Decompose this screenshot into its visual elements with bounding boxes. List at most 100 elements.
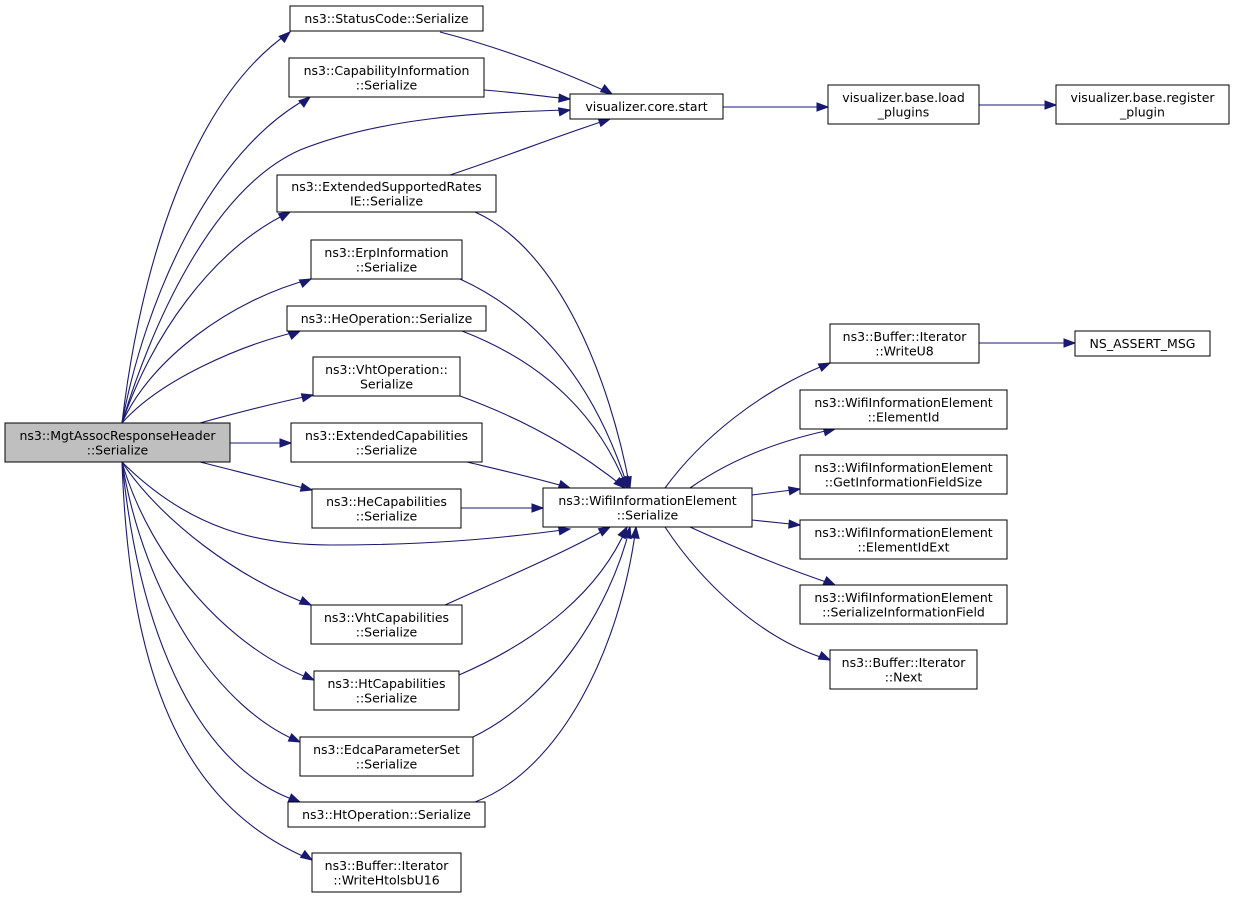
node-label-line: ::Serialize bbox=[617, 507, 679, 522]
node-box bbox=[310, 604, 463, 645]
node-capinfo[interactable]: ns3::CapabilityInformation::Serialize bbox=[288, 57, 485, 98]
node-next[interactable]: ns3::Buffer::Iterator::Next bbox=[829, 649, 978, 690]
edge-status-to-vcore bbox=[439, 31, 614, 95]
arrow-head bbox=[622, 525, 632, 540]
edge-line bbox=[664, 526, 831, 661]
node-box bbox=[1055, 84, 1230, 125]
arrow-head bbox=[279, 438, 293, 448]
arrow-head bbox=[298, 278, 313, 289]
node-wie[interactable]: ns3::WifiInformationElement::Serialize bbox=[542, 487, 753, 528]
edge-line bbox=[121, 461, 571, 546]
arrow-head bbox=[557, 479, 572, 489]
edge-line bbox=[459, 278, 629, 489]
edge-hecap-to-wie bbox=[461, 503, 545, 513]
node-box bbox=[311, 852, 462, 893]
node-box bbox=[310, 239, 463, 280]
edge-line bbox=[444, 526, 611, 606]
edge-htcap-to-wie bbox=[458, 525, 628, 676]
edge-line bbox=[121, 96, 311, 424]
edge-line bbox=[461, 330, 628, 489]
node-label-line: ::Serialize bbox=[356, 442, 418, 457]
node-box bbox=[313, 670, 460, 711]
edge-root-to-vhtcap bbox=[121, 461, 313, 606]
edge-edca-to-wie bbox=[472, 525, 632, 738]
node-box bbox=[569, 93, 724, 120]
edge-line bbox=[472, 526, 631, 738]
node-label-line: ns3::ErpInformation bbox=[324, 245, 448, 260]
node-label-line: _plugins bbox=[877, 104, 929, 119]
node-label-line: visualizer.base.register bbox=[1070, 90, 1215, 105]
arrow-head bbox=[287, 793, 302, 803]
node-extcap[interactable]: ns3::ExtendedCapabilities::Serialize bbox=[290, 422, 483, 463]
arrow-head bbox=[597, 118, 612, 128]
node-label-line: ns3::CapabilityInformation bbox=[304, 63, 470, 78]
arrow-head bbox=[278, 31, 292, 44]
node-writehtol[interactable]: ns3::Buffer::Iterator::WriteHtolsbU16 bbox=[311, 852, 462, 893]
node-label-line: _plugin bbox=[1119, 104, 1165, 119]
node-box bbox=[1074, 330, 1211, 357]
node-label-line: ::ElementId bbox=[868, 409, 940, 424]
arrow-head bbox=[822, 575, 837, 586]
arrow-head bbox=[613, 476, 627, 489]
node-elemidext[interactable]: ns3::WifiInformationElement::ElementIdEx… bbox=[799, 519, 1008, 560]
edge-line bbox=[474, 526, 637, 803]
arrow-head bbox=[788, 519, 802, 529]
arrow-head bbox=[287, 732, 302, 743]
arrow-head bbox=[298, 595, 313, 606]
node-vcore[interactable]: visualizer.core.start bbox=[569, 93, 724, 120]
edge-root-to-status bbox=[121, 31, 292, 424]
edge-line bbox=[121, 461, 301, 743]
node-vreg[interactable]: visualizer.base.register_plugin bbox=[1055, 84, 1230, 125]
node-label-line: ns3::StatusCode::Serialize bbox=[304, 11, 468, 26]
edge-line bbox=[121, 461, 301, 803]
node-vhtcap[interactable]: ns3::VhtCapabilities::Serialize bbox=[310, 604, 463, 645]
arrow-head bbox=[558, 93, 572, 103]
node-elemid[interactable]: ns3::WifiInformationElement::ElementId bbox=[799, 389, 1008, 430]
node-label-line: ns3::Buffer::Iterator bbox=[842, 655, 967, 670]
edge-root-to-vcore bbox=[121, 107, 572, 424]
arrow-head bbox=[817, 362, 832, 373]
node-htcap[interactable]: ns3::HtCapabilities::Serialize bbox=[313, 670, 460, 711]
edge-line bbox=[689, 526, 836, 586]
edge-wie-to-getinfo bbox=[751, 486, 802, 496]
edge-line bbox=[459, 395, 626, 489]
node-assert[interactable]: NS_ASSERT_MSG bbox=[1074, 330, 1211, 357]
node-box bbox=[827, 84, 980, 125]
node-erp[interactable]: ns3::ErpInformation::Serialize bbox=[310, 239, 463, 280]
edge-wie-to-elemidext bbox=[751, 519, 802, 529]
node-label-line: ns3::ExtendedCapabilities bbox=[305, 428, 468, 443]
node-label-line: ::WriteU8 bbox=[875, 343, 934, 358]
node-status[interactable]: ns3::StatusCode::Serialize bbox=[289, 5, 484, 32]
node-htop[interactable]: ns3::HtOperation::Serialize bbox=[287, 801, 486, 828]
node-box bbox=[312, 356, 461, 397]
node-heop[interactable]: ns3::HeOperation::Serialize bbox=[286, 305, 487, 332]
node-label-line: ns3::WifiInformationElement bbox=[814, 460, 992, 475]
node-writeu8[interactable]: ns3::Buffer::Iterator::WriteU8 bbox=[829, 323, 980, 364]
node-vload[interactable]: visualizer.base.load_plugins bbox=[827, 84, 980, 125]
edge-line bbox=[439, 31, 613, 95]
node-label-line: ns3::HtCapabilities bbox=[327, 676, 445, 691]
edge-line bbox=[458, 526, 628, 676]
node-root[interactable]: ns3::MgtAssocResponseHeader::Serialize bbox=[4, 422, 231, 463]
node-vhtop[interactable]: ns3::VhtOperation::Serialize bbox=[312, 356, 461, 397]
node-label-line: ns3::HeCapabilities bbox=[326, 494, 447, 509]
edge-htop-to-wie bbox=[474, 525, 640, 803]
node-label-line: ::Serialize bbox=[356, 690, 418, 705]
node-hecap[interactable]: ns3::HeCapabilities::Serialize bbox=[311, 488, 462, 529]
node-label-line: visualizer.base.load bbox=[842, 90, 965, 105]
node-serinfo[interactable]: ns3::WifiInformationElement::SerializeIn… bbox=[799, 584, 1008, 625]
edge-root-to-hecap bbox=[199, 461, 314, 492]
node-box bbox=[4, 422, 231, 463]
node-box bbox=[799, 389, 1008, 430]
edge-wie-to-writeu8 bbox=[664, 362, 832, 489]
node-label-line: ns3::HeOperation::Serialize bbox=[301, 311, 473, 326]
node-edca[interactable]: ns3::EdcaParameterSet::Serialize bbox=[299, 736, 474, 777]
node-box bbox=[311, 488, 462, 529]
node-box bbox=[799, 584, 1008, 625]
node-label-line: IE::Serialize bbox=[350, 193, 423, 208]
node-label-line: ns3::WifiInformationElement bbox=[814, 590, 992, 605]
node-getinfo[interactable]: ns3::WifiInformationElement::GetInformat… bbox=[799, 454, 1008, 495]
node-label-line: ns3::MgtAssocResponseHeader bbox=[19, 428, 216, 443]
graph-nodes: ns3::MgtAssocResponseHeader::Serializens… bbox=[4, 5, 1230, 893]
